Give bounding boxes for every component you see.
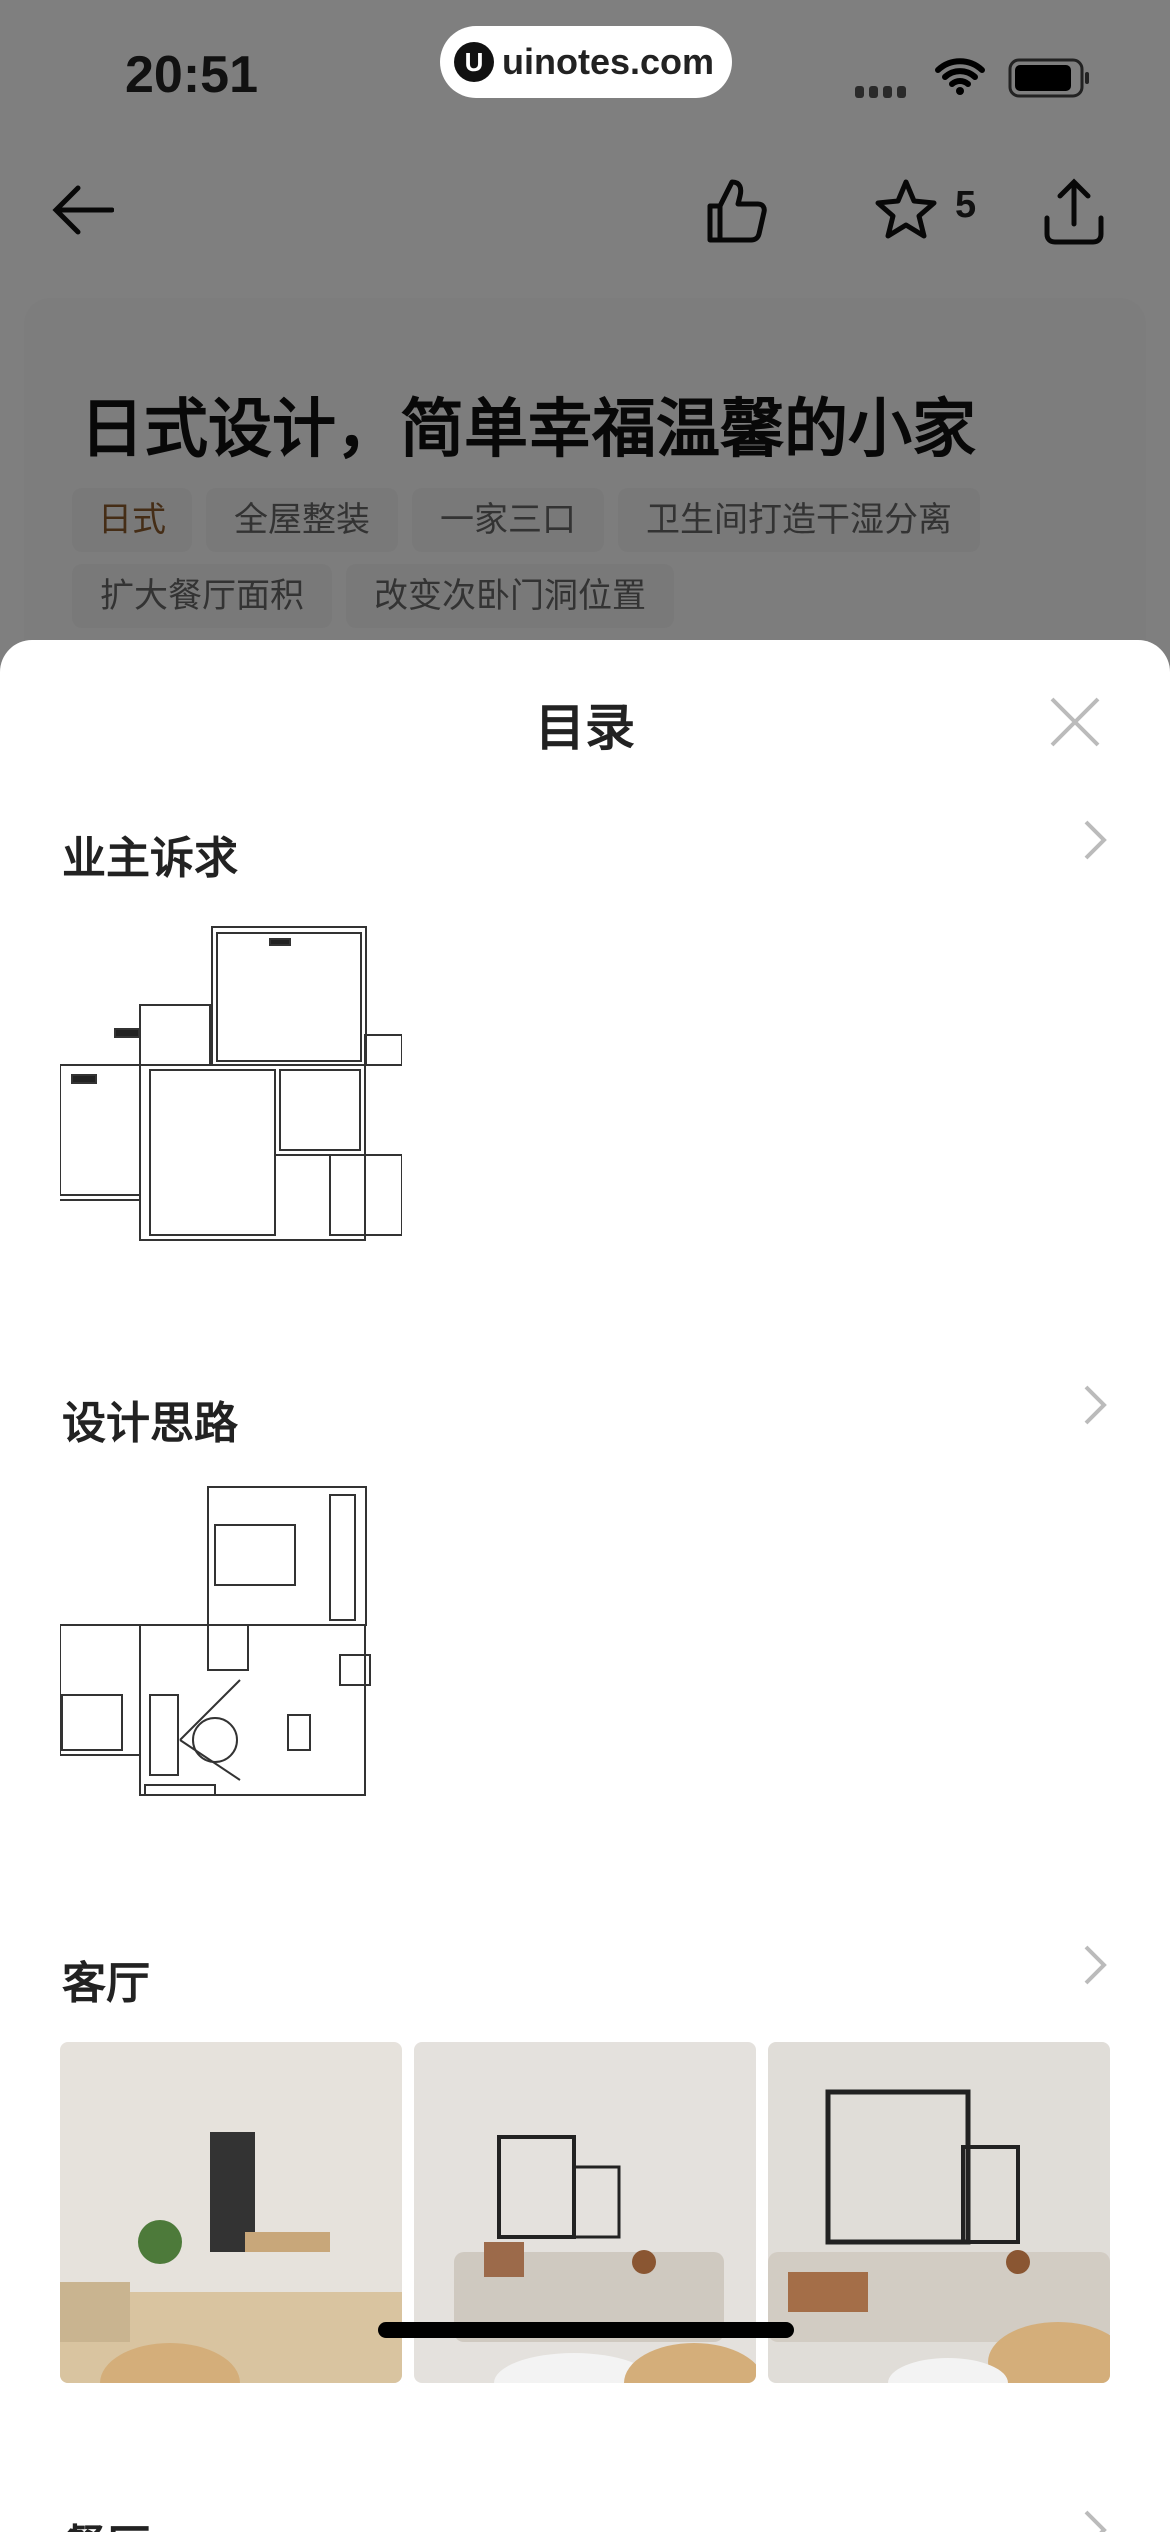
chevron-right-icon[interactable] (1080, 818, 1110, 862)
toc-section-title[interactable]: 客厅 (62, 1958, 150, 2009)
home-indicator[interactable] (378, 2322, 794, 2338)
toc-sheet: 目录 业主诉求 设计思路 客厅 餐厅 (0, 640, 1170, 2532)
chevron-right-icon[interactable] (1080, 1943, 1110, 1987)
site-label: uinotes.com (502, 41, 715, 82)
living-room-photo[interactable] (60, 2042, 402, 2383)
living-room-photo[interactable] (768, 2042, 1110, 2383)
floor-plan-design-image[interactable] (60, 1485, 402, 1815)
uinotes-logo-icon: U (454, 42, 494, 82)
close-icon[interactable] (1048, 695, 1102, 749)
sheet-title: 目录 (535, 699, 635, 757)
chevron-right-icon[interactable] (1080, 1383, 1110, 1427)
chevron-right-icon[interactable] (1080, 2508, 1110, 2532)
toc-section-title[interactable]: 设计思路 (62, 1398, 238, 1449)
toc-section-title[interactable]: 业主诉求 (62, 833, 238, 884)
floor-plan-original-image[interactable] (60, 925, 402, 1255)
toc-section-title[interactable]: 餐厅 (62, 2510, 150, 2532)
